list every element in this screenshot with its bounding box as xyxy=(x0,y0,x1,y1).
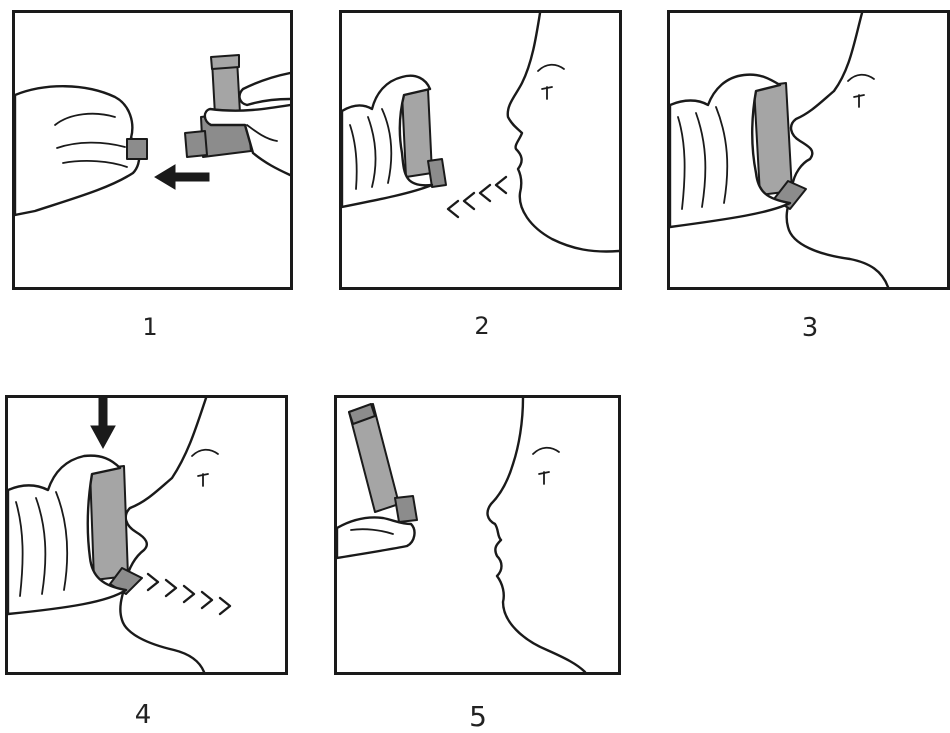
eyebrow-icon xyxy=(192,450,218,456)
step-3-panel xyxy=(667,10,950,290)
face-profile-icon xyxy=(508,13,619,252)
step-4-illustration xyxy=(8,398,285,672)
step-5-illustration xyxy=(337,398,618,672)
exhale-chevrons-icon xyxy=(448,177,506,217)
inhaler-icon xyxy=(185,55,251,157)
step-4-panel xyxy=(5,395,288,675)
step-5-panel xyxy=(334,395,621,675)
arrow-left-icon xyxy=(155,165,209,189)
face-profile-icon xyxy=(787,13,888,287)
eyebrow-icon xyxy=(848,75,874,81)
step-2-illustration xyxy=(342,13,619,287)
step-2-panel xyxy=(339,10,622,290)
hand-icon xyxy=(337,517,414,558)
eye-icon xyxy=(854,95,864,107)
face-profile-icon xyxy=(120,398,206,672)
step-3-number: 3 xyxy=(780,313,840,343)
inhaler-icon xyxy=(402,89,446,187)
step-1-number: 1 xyxy=(120,313,180,341)
step-1-panel xyxy=(12,10,293,290)
step-1-illustration xyxy=(15,13,290,287)
inhale-chevrons-icon xyxy=(148,574,230,614)
arrow-down-icon xyxy=(91,398,115,448)
left-hand-icon xyxy=(15,86,139,215)
eye-icon xyxy=(542,87,552,99)
cap-icon xyxy=(127,139,147,159)
eyebrow-icon xyxy=(538,65,564,71)
step-2-number: 2 xyxy=(452,312,512,340)
step-3-illustration xyxy=(670,13,947,287)
face-profile-icon xyxy=(488,398,585,672)
inhaler-icon xyxy=(349,404,417,522)
step-4-number: 4 xyxy=(113,700,173,730)
eye-icon xyxy=(539,472,549,484)
eye-icon xyxy=(198,474,208,486)
eyebrow-icon xyxy=(533,448,559,454)
step-5-number: 5 xyxy=(448,700,508,733)
